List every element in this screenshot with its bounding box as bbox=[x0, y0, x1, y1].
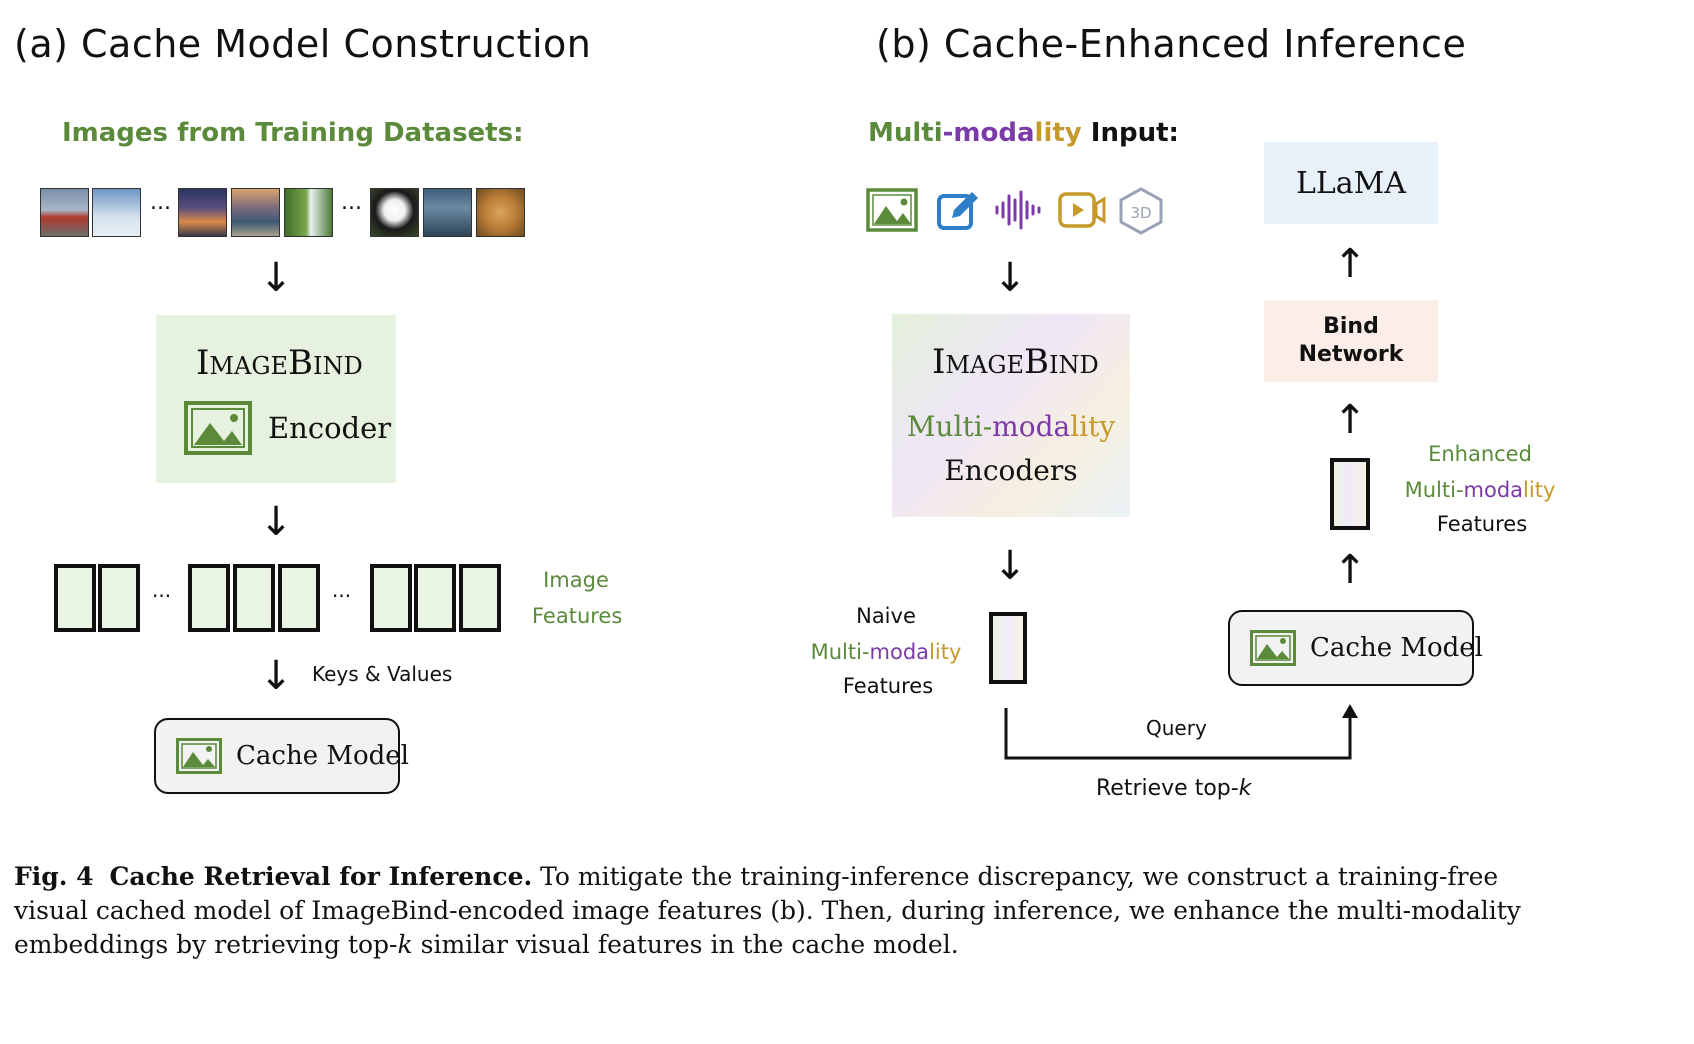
panel-a-subtitle: Images from Training Datasets: bbox=[62, 118, 524, 148]
query-connector bbox=[1004, 704, 1358, 760]
llama-box: LLaMA bbox=[1264, 142, 1438, 224]
training-image-waterfall bbox=[284, 188, 333, 237]
feature-vector bbox=[278, 564, 320, 632]
arrow-up: ↑ bbox=[1333, 241, 1367, 287]
imagebind-multimodality-encoder-box: ImageBind Multi-modality Encoders bbox=[892, 314, 1130, 517]
cache-model-box: Cache Model bbox=[1228, 610, 1483, 686]
enhanced-feature-vector bbox=[1330, 458, 1370, 530]
arrow-down: ↓ bbox=[993, 255, 1027, 301]
image-icon bbox=[184, 401, 252, 455]
feature-vector bbox=[54, 564, 96, 632]
feature-vector bbox=[459, 564, 501, 632]
training-image-dolphin bbox=[423, 188, 472, 237]
enhanced-label: Enhanced bbox=[1428, 442, 1532, 466]
training-image-city bbox=[178, 188, 227, 237]
bind-network-label-2: Network bbox=[1298, 342, 1404, 367]
image-icon bbox=[176, 738, 222, 774]
feature-vector bbox=[370, 564, 412, 632]
video-icon bbox=[1058, 190, 1106, 230]
training-image-panda bbox=[370, 188, 419, 237]
bind-network-label-1: Bind bbox=[1323, 314, 1379, 339]
imagebind-encoder-box: ImageBind Encoder bbox=[156, 315, 396, 483]
enhanced-multimodality-label: Multi-modality bbox=[1404, 478, 1556, 502]
feature-vector bbox=[188, 564, 230, 632]
arrow-down: ↓ bbox=[993, 543, 1027, 589]
arrow-up: ↑ bbox=[1333, 397, 1367, 443]
naive-label: Naive bbox=[856, 604, 916, 628]
feature-vector bbox=[98, 564, 140, 632]
arrow-down: ↓ bbox=[259, 499, 293, 545]
image-icon bbox=[866, 188, 918, 232]
imagebind-title: ImageBind bbox=[196, 343, 363, 383]
cache-model-box: Cache Model bbox=[154, 718, 409, 794]
multimodality-label: Multi-modality bbox=[906, 410, 1116, 443]
audio-wave-icon bbox=[994, 190, 1042, 230]
ellipsis: ... bbox=[341, 190, 362, 215]
training-image-airplane bbox=[92, 188, 141, 237]
enhanced-features-label: Features bbox=[1436, 512, 1528, 536]
naive-features-label: Features bbox=[842, 674, 934, 698]
bind-network-box: Bind Network bbox=[1264, 300, 1438, 382]
imagebind-title: ImageBind bbox=[932, 342, 1099, 382]
image-features-label-1: Image bbox=[543, 568, 609, 592]
panel-b-title: (b) Cache-Enhanced Inference bbox=[876, 22, 1467, 66]
svg-text:3D: 3D bbox=[1130, 204, 1151, 222]
3d-cube-icon: 3D bbox=[1118, 186, 1164, 236]
keys-values-label: Keys & Values bbox=[312, 662, 453, 686]
llama-label: LLaMA bbox=[1295, 166, 1407, 201]
retrieve-topk-label: Retrieve top-k bbox=[1096, 776, 1252, 801]
cache-model-label: Cache Model bbox=[1310, 633, 1483, 663]
encoder-label: Encoder bbox=[268, 411, 392, 445]
training-image-lion bbox=[476, 188, 525, 237]
encoders-label: Encoders bbox=[944, 454, 1078, 487]
panel-b-subtitle: Multi-modality Input: bbox=[868, 118, 1179, 148]
feature-vector bbox=[414, 564, 456, 632]
image-features-label-2: Features bbox=[532, 604, 623, 628]
ellipsis: ... bbox=[152, 578, 172, 602]
panel-a-title: (a) Cache Model Construction bbox=[14, 22, 592, 66]
feature-vector bbox=[233, 564, 275, 632]
query-label: Query bbox=[1146, 716, 1207, 740]
naive-multimodality-label: Multi-modality bbox=[810, 640, 962, 664]
training-image-mountain bbox=[231, 188, 280, 237]
image-icon bbox=[1250, 630, 1296, 666]
text-edit-icon bbox=[936, 188, 978, 232]
cache-model-label: Cache Model bbox=[236, 741, 409, 771]
figure-caption: Fig. 4 Cache Retrieval for Inference. To… bbox=[14, 862, 1521, 959]
naive-feature-vector bbox=[989, 612, 1027, 684]
training-image-car bbox=[40, 188, 89, 237]
ellipsis: ... bbox=[150, 190, 171, 215]
arrow-down: ↓ bbox=[259, 255, 293, 301]
arrow-up: ↑ bbox=[1333, 547, 1367, 593]
arrow-down: ↓ bbox=[259, 653, 293, 699]
ellipsis: ... bbox=[332, 578, 352, 602]
